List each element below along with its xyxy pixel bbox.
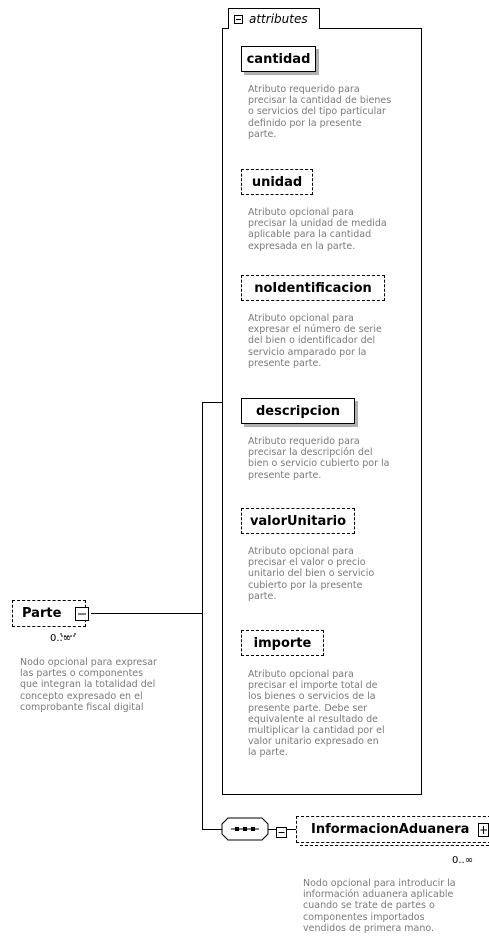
- attribute-name: valorUnitario: [249, 513, 347, 529]
- connector-line: [202, 402, 222, 403]
- collapse-icon[interactable]: [276, 823, 287, 838]
- cardinality-label: 0..∞: [452, 855, 474, 866]
- sequence-compositor[interactable]: [221, 817, 269, 841]
- multiplicity-icon: [60, 626, 76, 637]
- attribute-description: Atributo requerido para precisar la desc…: [248, 436, 390, 481]
- attributes-group-label: attributes: [249, 12, 308, 26]
- expand-icon[interactable]: [478, 822, 489, 837]
- connector-line: [202, 402, 203, 830]
- attribute-description: Atributo opcional para precisar el valor…: [248, 546, 375, 602]
- connector-line: [267, 829, 277, 830]
- attribute-importe[interactable]: importe: [241, 630, 324, 656]
- element-parte[interactable]: Parte: [12, 600, 86, 627]
- element-name: Parte: [22, 606, 62, 621]
- attribute-description: Atributo opcional para expresar el númer…: [248, 313, 382, 369]
- attribute-descripcion[interactable]: descripcion: [241, 398, 355, 424]
- connector-line: [91, 613, 202, 614]
- element-description: Nodo opcional para introducir la informa…: [303, 878, 456, 934]
- element-description: Nodo opcional para expresar las partes o…: [20, 657, 157, 713]
- attribute-description: Atributo requerido para precisar la cant…: [248, 84, 392, 140]
- attribute-cantidad[interactable]: cantidad: [241, 46, 316, 72]
- attribute-name: noIdentificacion: [254, 280, 372, 296]
- connector-line: [286, 829, 296, 830]
- attribute-valorunitario[interactable]: valorUnitario: [241, 508, 355, 534]
- collapse-icon[interactable]: [234, 14, 243, 24]
- attribute-description: Atributo opcional para precisar la unida…: [248, 207, 387, 252]
- attribute-description: Atributo opcional para precisar el impor…: [248, 669, 385, 759]
- attribute-name: unidad: [251, 174, 303, 190]
- element-name: InformacionAduanera: [311, 822, 470, 837]
- expand-collapse-icon[interactable]: [75, 606, 89, 621]
- attribute-name: cantidad: [246, 51, 311, 67]
- attribute-noidentificacion[interactable]: noIdentificacion: [241, 275, 385, 301]
- element-informacion-aduanera[interactable]: InformacionAduanera: [296, 816, 489, 843]
- cardinality-label: 0..∞: [50, 633, 72, 644]
- attributes-group-tab[interactable]: attributes: [228, 8, 320, 29]
- attribute-unidad[interactable]: unidad: [241, 169, 313, 195]
- connector-line: [202, 829, 222, 830]
- attribute-name: importe: [253, 635, 312, 651]
- attribute-name: descripcion: [255, 403, 341, 419]
